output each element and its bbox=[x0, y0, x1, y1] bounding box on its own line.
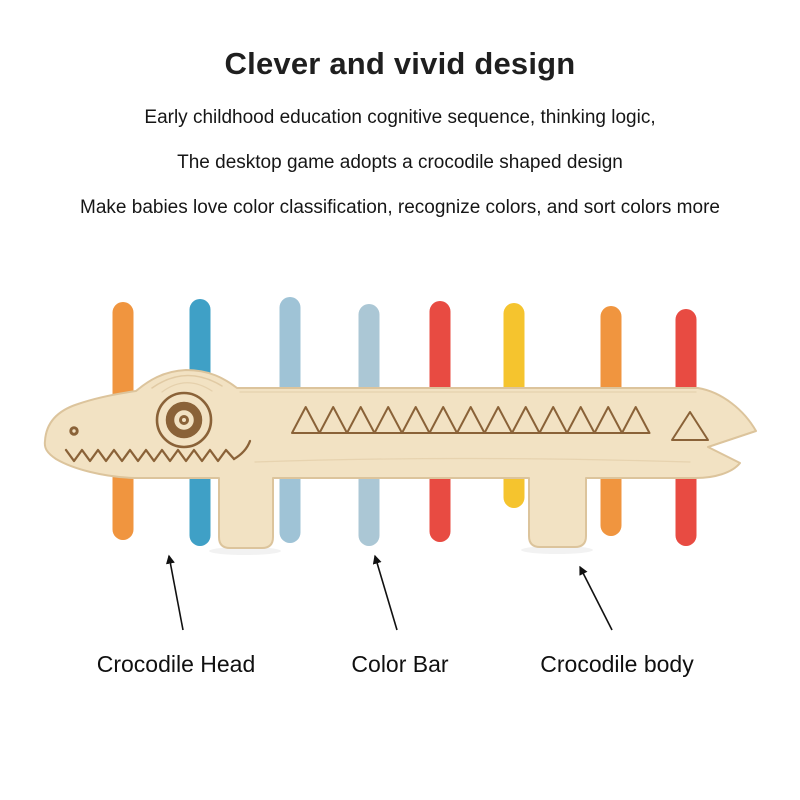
label-crocodile-body: Crocodile body bbox=[540, 651, 694, 677]
color-stick-7 bbox=[600, 306, 622, 536]
color-stick-1 bbox=[112, 302, 134, 540]
color-stick-6 bbox=[503, 303, 525, 508]
color-stick-2 bbox=[189, 299, 211, 546]
foot-shadow bbox=[209, 547, 281, 555]
mouth-corner bbox=[232, 439, 252, 461]
annotation-arrow-head bbox=[166, 554, 184, 631]
crocodile-body-shape bbox=[43, 369, 757, 549]
color-stick-5 bbox=[429, 301, 451, 542]
color-stick-4 bbox=[358, 304, 380, 546]
crocodile-nostril bbox=[69, 426, 79, 436]
page-title: Clever and vivid design bbox=[224, 46, 576, 81]
wood-grain bbox=[151, 374, 697, 463]
description-line-1: Early childhood education cognitive sequ… bbox=[144, 107, 656, 128]
color-stick-8 bbox=[675, 309, 697, 546]
tail-scale bbox=[671, 411, 709, 441]
foot-shadow bbox=[521, 546, 593, 554]
label-color-bar: Color Bar bbox=[351, 651, 449, 677]
back-scales-pattern bbox=[291, 406, 709, 441]
annotation-arrow-bar bbox=[372, 554, 398, 631]
color-bars-group bbox=[112, 297, 697, 546]
crocodile-eye bbox=[155, 391, 213, 449]
description-line-3: Make babies love color classification, r… bbox=[80, 197, 720, 218]
annotation-arrows bbox=[166, 554, 613, 631]
crocodile-teeth bbox=[64, 448, 236, 463]
header: Clever and vivid design Early childhood … bbox=[0, 46, 800, 219]
description-line-2: The desktop game adopts a crocodile shap… bbox=[177, 152, 623, 173]
label-crocodile-head: Crocodile Head bbox=[96, 651, 256, 677]
etched-details bbox=[64, 391, 709, 463]
annotation-arrow-body bbox=[579, 565, 613, 631]
color-stick-3 bbox=[279, 297, 301, 543]
